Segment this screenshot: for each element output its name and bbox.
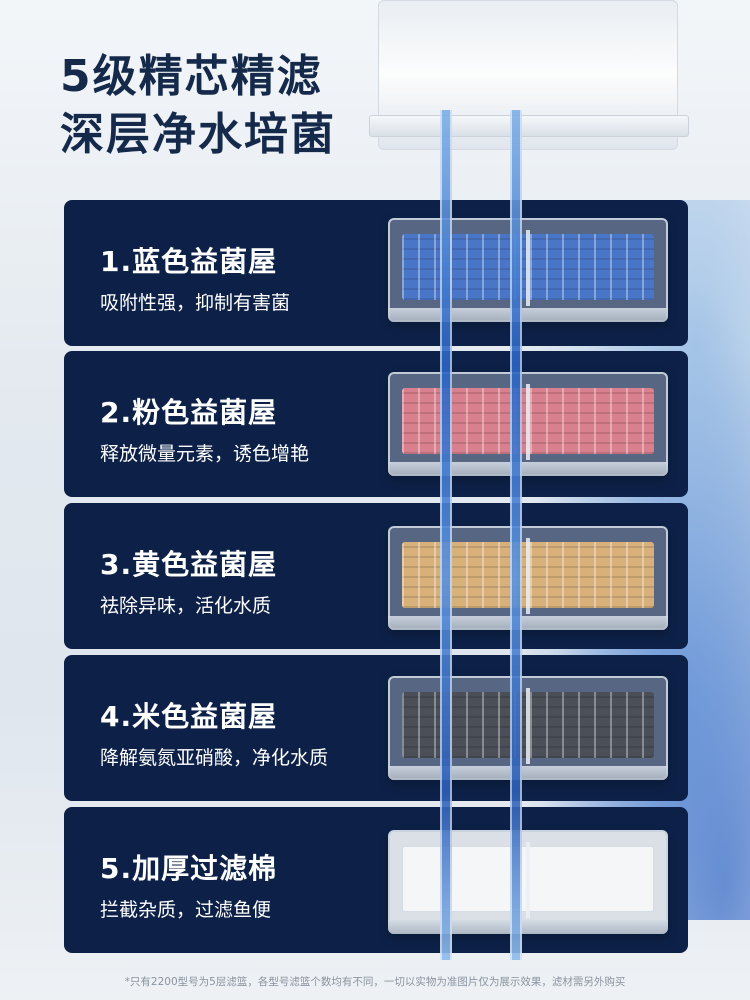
filter-box-pink bbox=[388, 372, 668, 476]
layer-title: 3.黄色益菌屋 bbox=[100, 548, 278, 581]
layer-description: 降解氨氮亚硝酸，净化水质 bbox=[100, 747, 329, 769]
aquarium-filter-device-top bbox=[369, 0, 689, 150]
layer-description: 吸附性强，抑制有害菌 bbox=[100, 292, 291, 314]
box-divider bbox=[526, 538, 530, 614]
filter-box-cotton bbox=[388, 830, 668, 934]
layer-title: 5.加厚过滤棉 bbox=[100, 852, 278, 885]
box-lip bbox=[388, 308, 668, 322]
layer-description: 释放微量元素，诱色增艳 bbox=[100, 443, 310, 465]
filter-box-yellow bbox=[388, 526, 668, 630]
box-lip bbox=[388, 766, 668, 780]
water-pipe-right bbox=[510, 110, 522, 960]
filter-box-blue bbox=[388, 218, 668, 322]
filter-top-tray bbox=[369, 115, 689, 137]
headline-line-1: 5级精芯精滤 bbox=[60, 51, 323, 102]
box-lip bbox=[388, 920, 668, 934]
water-pipe-left bbox=[440, 110, 452, 960]
layer-description: 拦截杂质，过滤鱼便 bbox=[100, 899, 272, 921]
layer-title: 4.米色益菌屋 bbox=[100, 700, 278, 733]
layer-description: 祛除异味，活化水质 bbox=[100, 595, 272, 617]
footnote: *只有2200型号为5层滤篮，各型号滤篮个数均有不同，一切以实物为准图片仅为展示… bbox=[124, 976, 626, 988]
filter-box-beige bbox=[388, 676, 668, 780]
box-lip bbox=[388, 616, 668, 630]
box-lip bbox=[388, 462, 668, 476]
layer-title: 1.蓝色益菌屋 bbox=[100, 245, 278, 278]
box-divider bbox=[526, 842, 530, 918]
headline-line-2: 深层净水培菌 bbox=[60, 109, 336, 160]
headline: 5级精芯精滤 深层净水培菌 bbox=[60, 48, 336, 164]
layer-title: 2.粉色益菌屋 bbox=[100, 396, 278, 429]
box-divider bbox=[526, 688, 530, 764]
box-divider bbox=[526, 230, 530, 306]
box-divider bbox=[526, 384, 530, 460]
